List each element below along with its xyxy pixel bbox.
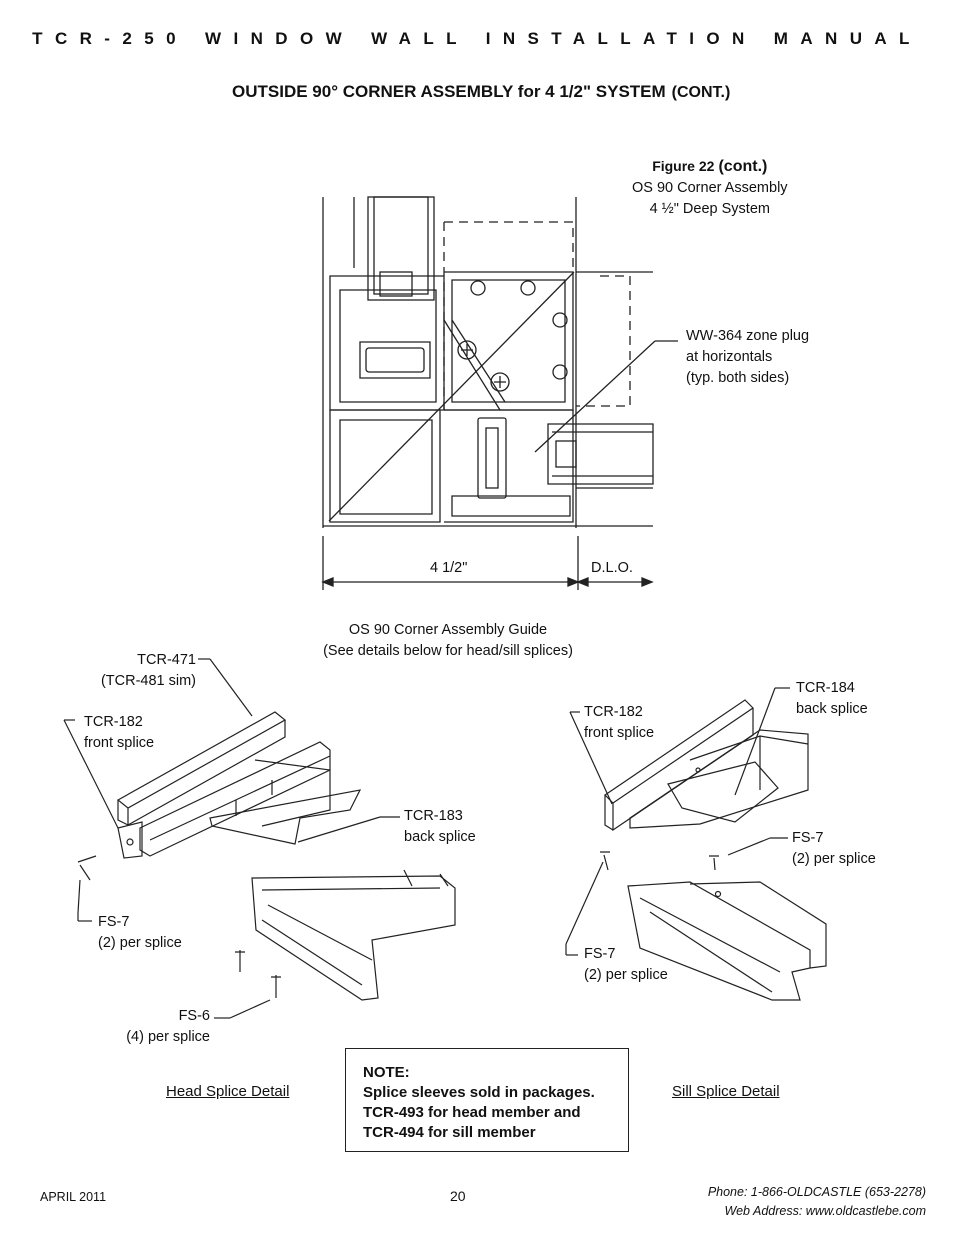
- tcr-183-line2: back splice: [404, 829, 476, 845]
- label-fs-6: FS-6 (4) per splice: [112, 1006, 210, 1048]
- footer-phone: Phone: 1-866-OLDCASTLE (653-2278): [707, 1185, 926, 1199]
- tcr-471-line2: (TCR-481 sim): [100, 673, 196, 689]
- zone-plug-line1: WW-364 zone plug: [686, 328, 810, 344]
- guide-line1: OS 90 Corner Assembly Guide: [348, 622, 548, 638]
- sill-fs-7b-line2: (2) per splice: [584, 967, 668, 983]
- zone-plug-line3: (typ. both sides): [686, 370, 790, 386]
- zone-plug-callout: WW-364 zone plug at horizontals (typ. bo…: [686, 326, 809, 389]
- manual-header: TCR-250 WINDOW WALL INSTALLATION MANUAL: [32, 29, 922, 48]
- head-fs-7-line2: (2) per splice: [98, 935, 182, 951]
- assembly-guide-caption: OS 90 Corner Assembly Guide (See details…: [300, 620, 596, 662]
- label-head-tcr-182: TCR-182 front splice: [84, 712, 154, 754]
- figure-22-line1: OS 90 Corner Assembly: [632, 180, 788, 196]
- head-tcr-182-line1: TCR-182: [84, 714, 143, 730]
- note-heading: NOTE:: [363, 1064, 410, 1081]
- sill-splice-drawing: [565, 687, 827, 1001]
- figure-22-caption: Figure 22 (cont.) OS 90 Corner Assembly …: [632, 156, 788, 220]
- sill-fs-7a-line1: FS-7: [792, 830, 824, 846]
- page-title: OUTSIDE 90° CORNER ASSEMBLY for 4 1/2" S…: [232, 82, 730, 102]
- note-box: NOTE: Splice sleeves sold in packages. T…: [345, 1048, 629, 1152]
- dimension-depth: 4 1/2": [430, 560, 468, 576]
- zone-plug-line2: at horizontals: [686, 349, 773, 365]
- figure-22-cont: (cont.): [718, 158, 768, 175]
- head-splice-caption: Head Splice Detail: [166, 1083, 290, 1100]
- corner-section-drawing: [321, 196, 678, 590]
- sill-fs-7a-line2: (2) per splice: [792, 851, 876, 867]
- tcr-184-line2: back splice: [796, 701, 868, 717]
- page-number: 20: [450, 1188, 466, 1204]
- note-line1: Splice sleeves sold in packages.: [363, 1084, 595, 1101]
- note-line3: TCR-494 for sill member: [363, 1124, 536, 1141]
- note-line2: TCR-493 for head member and: [363, 1104, 581, 1121]
- label-sill-fs-7-left: FS-7 (2) per splice: [584, 944, 668, 986]
- tcr-184-line1: TCR-184: [796, 680, 855, 696]
- label-tcr-471: TCR-471 (TCR-481 sim): [88, 650, 196, 692]
- figure-22-label: Figure 22: [652, 158, 715, 174]
- title-cont: (CONT.): [671, 84, 731, 101]
- footer-contact: Phone: 1-866-OLDCASTLE (653-2278) Web Ad…: [708, 1183, 926, 1221]
- sill-splice-caption: Sill Splice Detail: [672, 1083, 780, 1100]
- label-tcr-184: TCR-184 back splice: [796, 678, 868, 720]
- label-sill-tcr-182: TCR-182 front splice: [584, 702, 654, 744]
- head-fs-7-line1: FS-7: [98, 914, 130, 930]
- fs-6-line1: FS-6: [178, 1008, 210, 1024]
- sill-fs-7b-line1: FS-7: [584, 946, 616, 962]
- footer-web: Web Address: www.oldcastlebe.com: [724, 1204, 926, 1218]
- footer-date: APRIL 2011: [40, 1190, 107, 1204]
- figure-22-line2: 4 ½" Deep System: [649, 201, 770, 217]
- head-tcr-182-line2: front splice: [84, 735, 155, 751]
- title-main: OUTSIDE 90° CORNER ASSEMBLY for 4 1/2" S…: [232, 82, 666, 101]
- label-sill-fs-7-right: FS-7 (2) per splice: [792, 828, 876, 870]
- sill-tcr-182-line1: TCR-182: [584, 704, 643, 720]
- dimension-dlo: D.L.O.: [591, 560, 633, 576]
- sill-tcr-182-line2: front splice: [584, 725, 655, 741]
- label-tcr-183: TCR-183 back splice: [404, 806, 476, 848]
- guide-line2: (See details below for head/sill splices…: [323, 643, 573, 659]
- label-head-fs-7: FS-7 (2) per splice: [98, 912, 182, 954]
- fs-6-line2: (4) per splice: [126, 1029, 210, 1045]
- tcr-471-line1: TCR-471: [137, 652, 196, 668]
- tcr-183-line1: TCR-183: [404, 808, 463, 824]
- head-splice-drawing: [63, 658, 456, 1019]
